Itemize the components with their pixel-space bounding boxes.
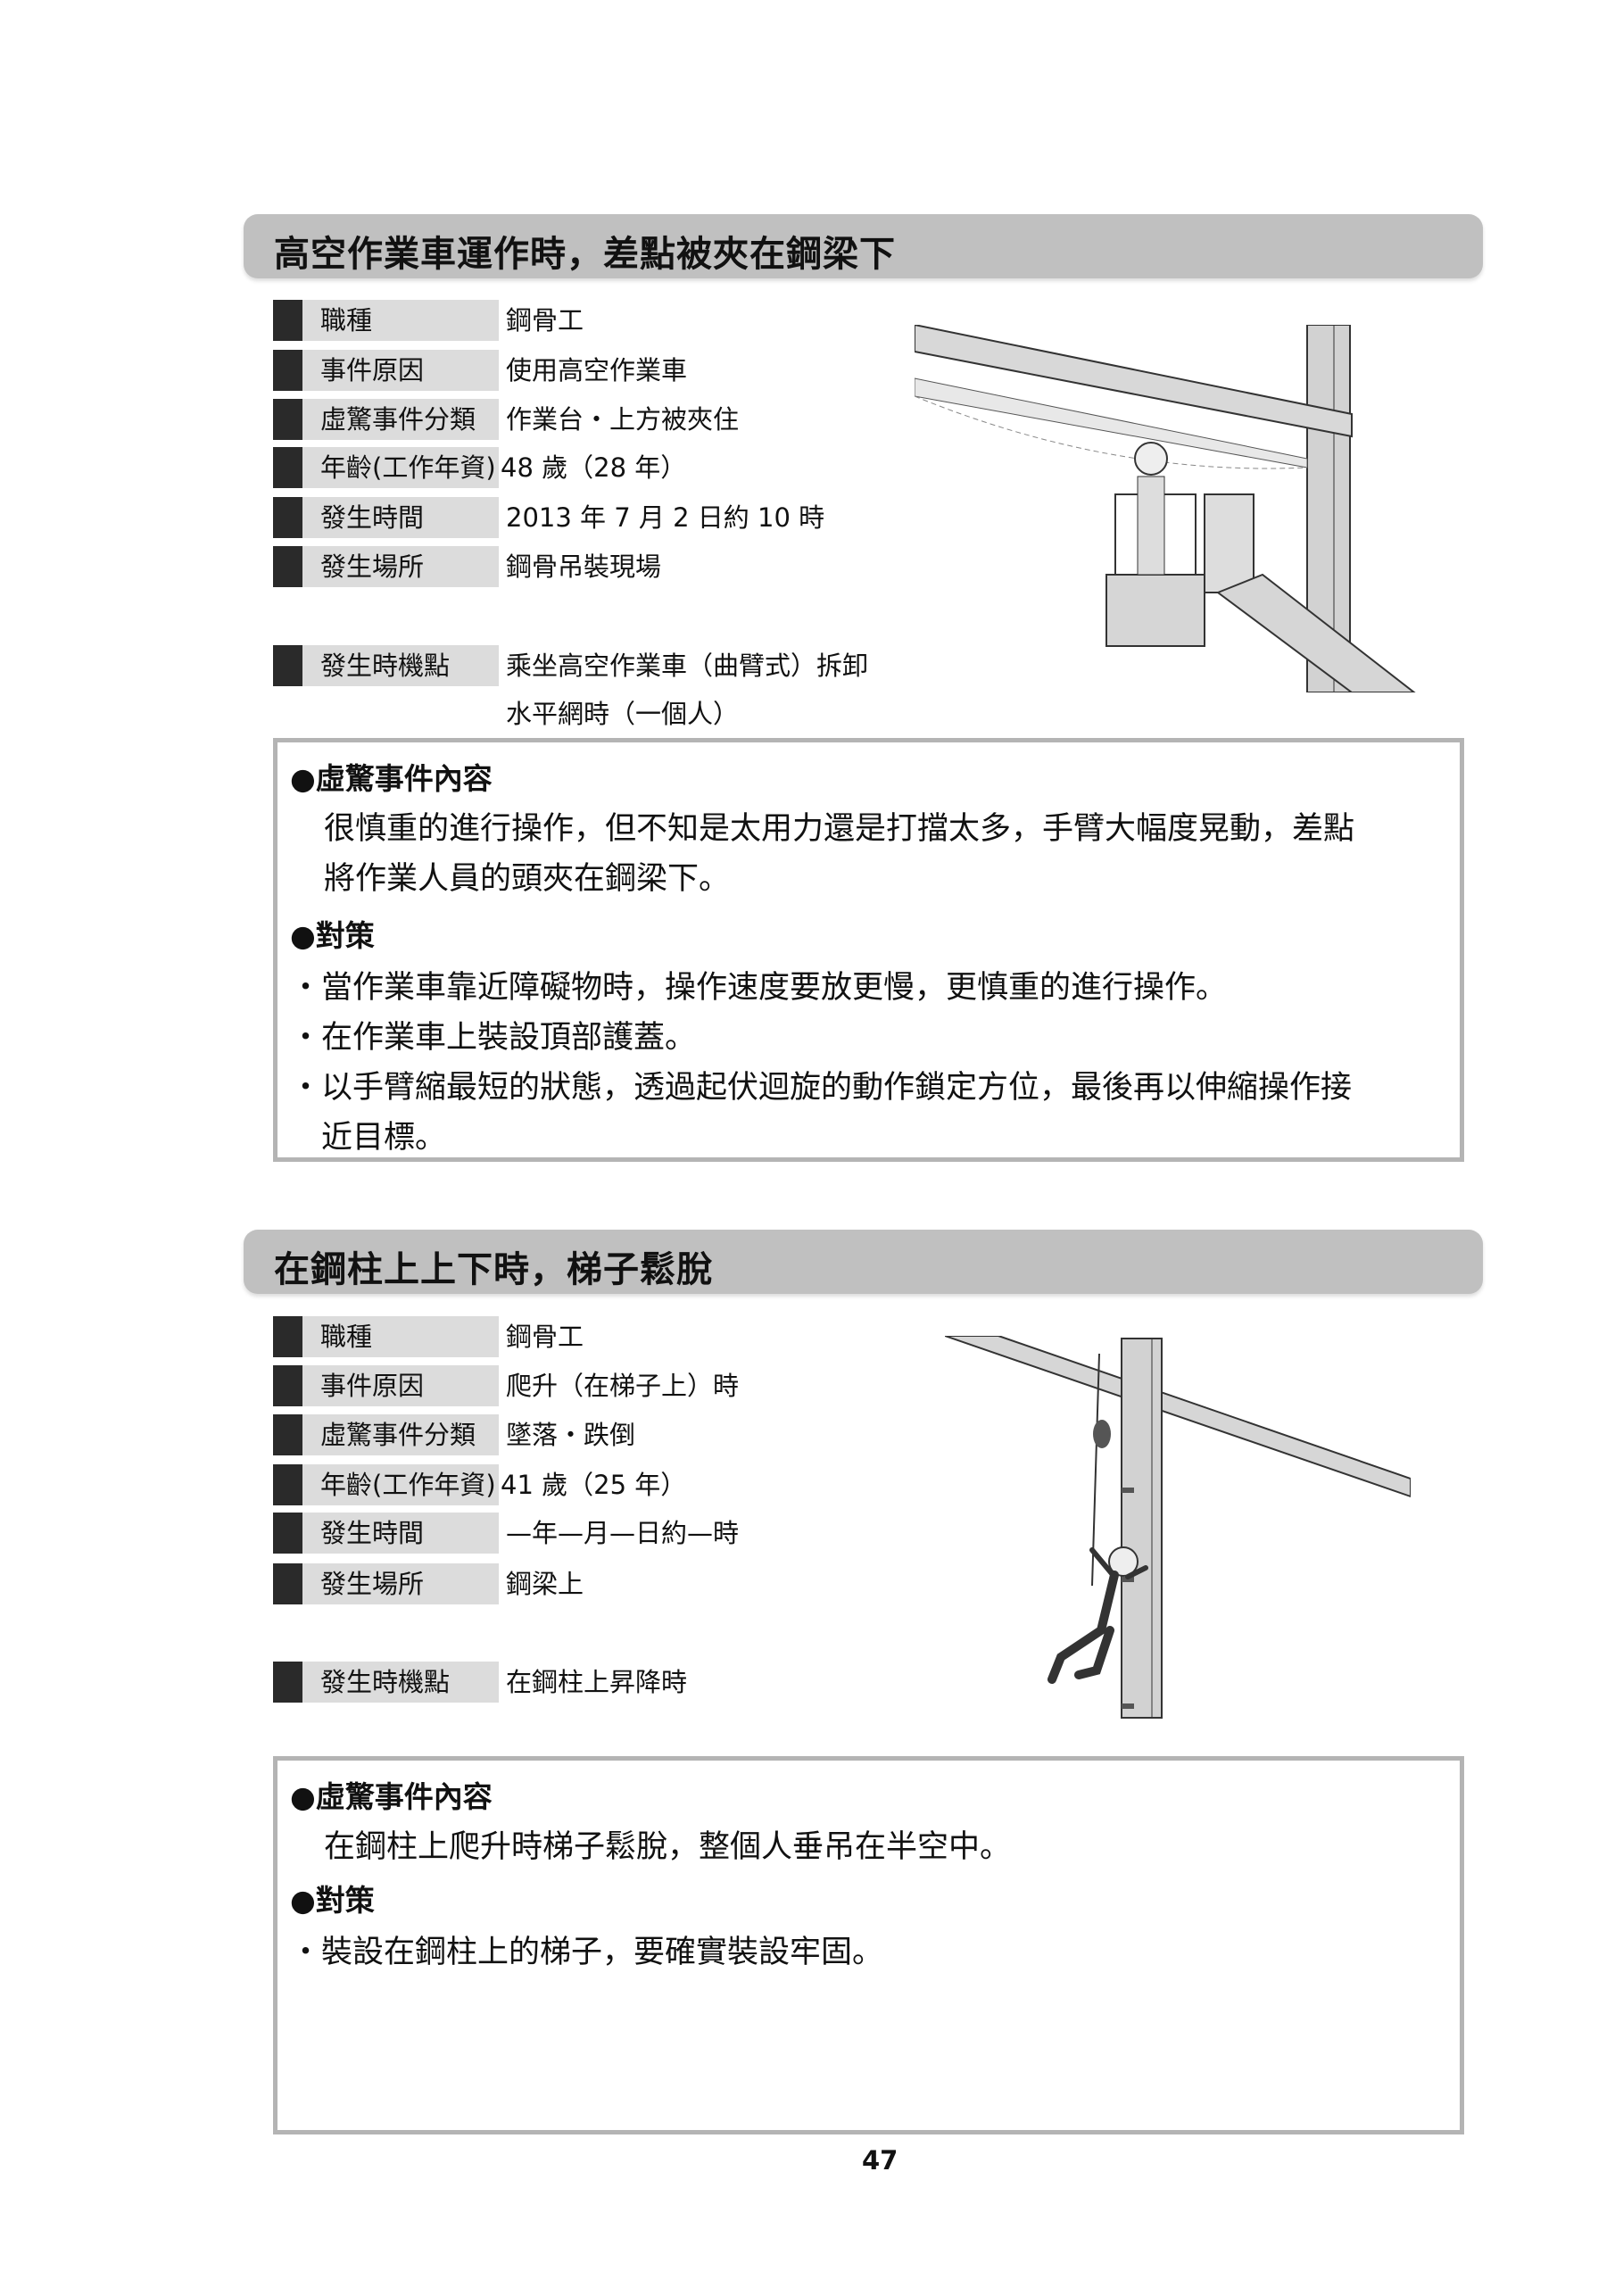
info-value: 鋼骨工 <box>506 1322 584 1352</box>
case-1-detail-box: ●虛驚事件內容 很慎重的進行操作，但不知是太用力還是打擋太多，手臂大幅度晃動，差… <box>273 738 1464 1162</box>
info-row-timing: 發生時機點乘坐高空作業車（曲臂式）拆卸 <box>273 645 898 686</box>
measure-item: 近目標。 <box>290 1120 447 1156</box>
steel-column-ladder-illustration <box>945 1336 1411 1719</box>
info-row-category: 虛驚事件分類墜落・跌倒 <box>273 1414 898 1455</box>
row-marker <box>273 1414 302 1455</box>
case-2-title: 在鋼柱上上下時，梯子鬆脫 <box>274 1249 713 1290</box>
content-heading: ●虛驚事件內容 <box>290 761 493 796</box>
info-row-job: 職種鋼骨工 <box>273 300 898 341</box>
info-value: 48 歲（28 年） <box>501 452 687 483</box>
measure-item: ・裝設在鋼柱上的梯子，要確實裝設牢固。 <box>290 1935 884 1970</box>
page-number: 47 <box>862 2145 898 2176</box>
row-marker <box>273 546 302 587</box>
info-label: 事件原因 <box>302 350 499 391</box>
info-value: 墜落・跌倒 <box>506 1420 636 1450</box>
info-label: 職種 <box>302 300 499 341</box>
measure-item: ・以手臂縮最短的狀態，透過起伏迴旋的動作鎖定方位，最後再以伸縮操作接 <box>290 1070 1353 1106</box>
info-value: 使用高空作業車 <box>506 355 688 385</box>
info-label: 發生時機點 <box>302 645 499 686</box>
info-value: —年—月—日約—時 <box>506 1518 740 1548</box>
case-1-title-bar: 高空作業車運作時，差點被夾在鋼梁下 <box>244 214 1483 278</box>
case-2-detail-box: ●虛驚事件內容 在鋼柱上爬升時梯子鬆脫，整個人垂吊在半空中。 ●對策 ・裝設在鋼… <box>273 1756 1464 2134</box>
measure-item: ・在作業車上裝設頂部護蓋。 <box>290 1020 697 1056</box>
case-1-title: 高空作業車運作時，差點被夾在鋼梁下 <box>274 234 896 275</box>
info-value: 2013 年 7 月 2 日約 10 時 <box>506 502 825 533</box>
info-label: 虛驚事件分類 <box>302 399 499 440</box>
content-line: 在鋼柱上爬升時梯子鬆脫，整個人垂吊在半空中。 <box>324 1829 1012 1865</box>
content-heading: ●虛驚事件內容 <box>290 1779 493 1814</box>
info-value-cont: 水平網時（一個人） <box>506 699 740 729</box>
row-marker <box>273 1365 302 1406</box>
content-line: 將作業人員的頭夾在鋼梁下。 <box>324 861 731 897</box>
info-value: 鋼梁上 <box>506 1569 584 1599</box>
row-marker <box>273 497 302 538</box>
info-label: 事件原因 <box>302 1365 499 1406</box>
info-value: 作業台・上方被夾住 <box>506 404 740 435</box>
info-label: 發生場所 <box>302 1563 499 1604</box>
info-value: 鋼骨工 <box>506 305 584 336</box>
row-marker <box>273 1513 302 1554</box>
info-label: 發生場所 <box>302 546 499 587</box>
row-marker <box>273 1563 302 1604</box>
info-row-place: 發生場所鋼骨吊裝現場 <box>273 546 898 587</box>
row-marker <box>273 447 302 488</box>
row-marker <box>273 350 302 391</box>
info-label: 發生時間 <box>302 497 499 538</box>
info-label: 年齡(工作年資) <box>302 447 499 488</box>
row-marker <box>273 645 302 686</box>
info-row-time: 發生時間—年—月—日約—時 <box>273 1513 898 1554</box>
info-label: 虛驚事件分類 <box>302 1414 499 1455</box>
info-row-job: 職種鋼骨工 <box>273 1316 898 1357</box>
info-row-cause: 事件原因使用高空作業車 <box>273 350 898 391</box>
info-label: 職種 <box>302 1316 499 1357</box>
info-value: 乘坐高空作業車（曲臂式）拆卸 <box>506 651 869 681</box>
row-marker <box>273 399 302 440</box>
row-marker <box>273 1662 302 1703</box>
info-row-category: 虛驚事件分類作業台・上方被夾住 <box>273 399 898 440</box>
info-row-age: 年齡(工作年資)48 歲（28 年） <box>273 447 898 488</box>
measure-item: ・當作業車靠近障礙物時，操作速度要放更慢，更慎重的進行操作。 <box>290 970 1228 1006</box>
info-label: 發生時機點 <box>302 1662 499 1703</box>
info-value: 鋼骨吊裝現場 <box>506 551 662 582</box>
row-marker <box>273 1316 302 1357</box>
measures-heading: ●對策 <box>290 1883 375 1918</box>
info-row-place: 發生場所鋼梁上 <box>273 1563 898 1604</box>
case-2-title-bar: 在鋼柱上上下時，梯子鬆脫 <box>244 1230 1483 1294</box>
info-label: 發生時間 <box>302 1513 499 1554</box>
info-value: 在鋼柱上昇降時 <box>506 1667 688 1697</box>
content-line: 很慎重的進行操作，但不知是太用力還是打擋太多，手臂大幅度晃動，差點 <box>324 811 1355 847</box>
row-marker <box>273 1464 302 1505</box>
info-row-age: 年齡(工作年資)41 歲（25 年） <box>273 1464 898 1505</box>
info-row-cause: 事件原因爬升（在梯子上）時 <box>273 1365 898 1406</box>
info-value: 41 歲（25 年） <box>501 1470 687 1500</box>
info-value: 爬升（在梯子上）時 <box>506 1371 740 1401</box>
measures-heading: ●對策 <box>290 918 375 953</box>
info-label: 年齡(工作年資) <box>302 1464 499 1505</box>
row-marker <box>273 300 302 341</box>
info-row-timing: 發生時機點在鋼柱上昇降時 <box>273 1662 898 1703</box>
aerial-work-platform-illustration <box>915 325 1416 692</box>
